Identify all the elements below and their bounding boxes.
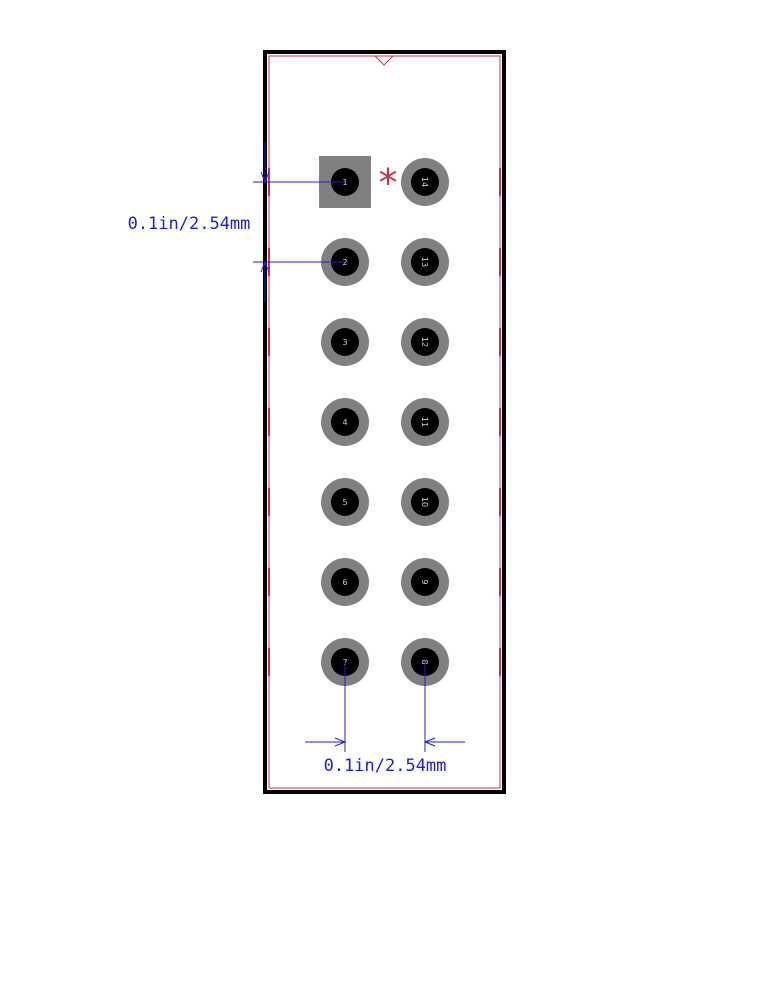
pad-drill [331, 328, 359, 356]
pad-drill [411, 328, 439, 356]
pad-number: 13 [420, 257, 429, 267]
body-outline [263, 50, 506, 794]
pad-drill [411, 168, 439, 196]
pad-number: 3 [342, 338, 347, 347]
pad-drill [331, 568, 359, 596]
pad-12: 12 [401, 318, 449, 366]
pad-number: 5 [342, 498, 347, 507]
pin1-marker: * [379, 161, 398, 205]
pad-6: 6 [321, 558, 369, 606]
pad-14: 14 [401, 158, 449, 206]
dim-arrowhead-top [260, 171, 270, 184]
dim-arrowhead-left [334, 737, 347, 747]
pad-drill [411, 488, 439, 516]
pad-number: 10 [420, 497, 429, 507]
pad-4: 4 [321, 398, 369, 446]
pad-number: 6 [342, 578, 347, 587]
pad-13: 13 [401, 238, 449, 286]
horizontal-dimension: 0.1in/2.54mm [305, 662, 465, 776]
pad-drill [411, 408, 439, 436]
pad-5: 5 [321, 478, 369, 526]
vertical-pitch-label: 0.1in/2.54mm [128, 214, 251, 234]
pad-drill [331, 408, 359, 436]
pad-10: 10 [401, 478, 449, 526]
pad-drill [411, 568, 439, 596]
dim-arrowhead-bottom [260, 260, 270, 273]
pad-9: 9 [401, 558, 449, 606]
pad-drill [331, 488, 359, 516]
horizontal-pitch-label: 0.1in/2.54mm [324, 756, 447, 776]
dim-arrowhead-right [423, 737, 436, 747]
pad-number: 14 [420, 177, 429, 187]
pad-number: 9 [420, 579, 429, 584]
pad-number: 12 [420, 337, 429, 347]
pad-11: 11 [401, 398, 449, 446]
side-ticks [268, 168, 501, 676]
pad-group: 1234567141312111098 [319, 156, 449, 686]
pad-number: 11 [420, 417, 429, 427]
vertical-dimension: 0.1in/2.54mm [128, 142, 345, 302]
pad-drill [411, 248, 439, 276]
pad-3: 3 [321, 318, 369, 366]
orientation-notch [374, 55, 394, 66]
pad-number: 4 [342, 418, 347, 427]
